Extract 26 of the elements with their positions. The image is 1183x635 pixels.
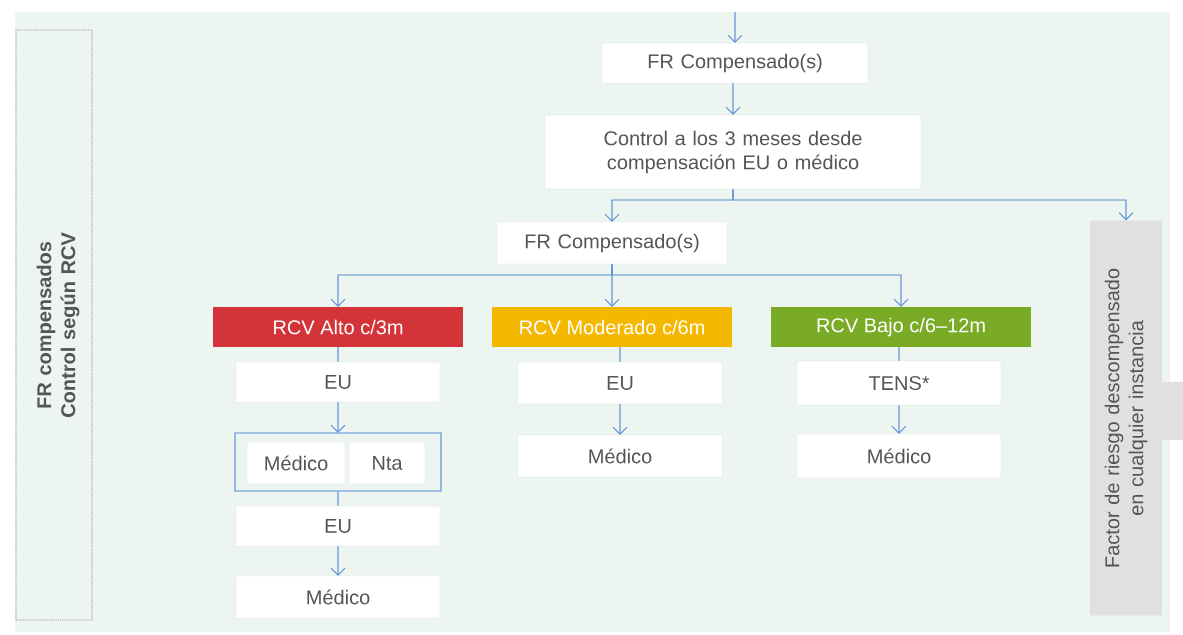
process-box: Médico [246,441,346,485]
arrow [330,401,346,433]
risk-header: RCV Bajo c/6–12m [771,307,1031,347]
risk-header: RCV Alto c/3m [213,307,463,347]
process-box: TENS* [796,360,1002,406]
arrow [330,545,346,576]
arrow [725,82,741,115]
process-box: EU [517,361,723,405]
arrow [732,188,1134,221]
process-box: EU [235,361,441,403]
process-box: Control a los 3 meses desde compensación EU o médico [544,114,922,190]
arrow [611,263,909,307]
group-box [234,432,442,492]
process-box: FR Compensado(s) [496,221,728,265]
arrow [891,404,907,434]
process-box: Médico [796,433,1002,479]
process-box: EU [235,505,441,547]
process-box: Médico [235,575,441,619]
arrow [612,403,628,435]
arrow [727,11,743,43]
side-band: FR compensados Control según RCV [15,29,93,621]
process-box: FR Compensado(s) [601,42,869,84]
side-box: Factor de riesgo descompensado en cualquier instancia [1090,220,1183,616]
process-box: Médico [517,434,723,478]
process-box: Nta [348,441,426,485]
risk-header: RCV Moderado c/6m [492,307,732,347]
